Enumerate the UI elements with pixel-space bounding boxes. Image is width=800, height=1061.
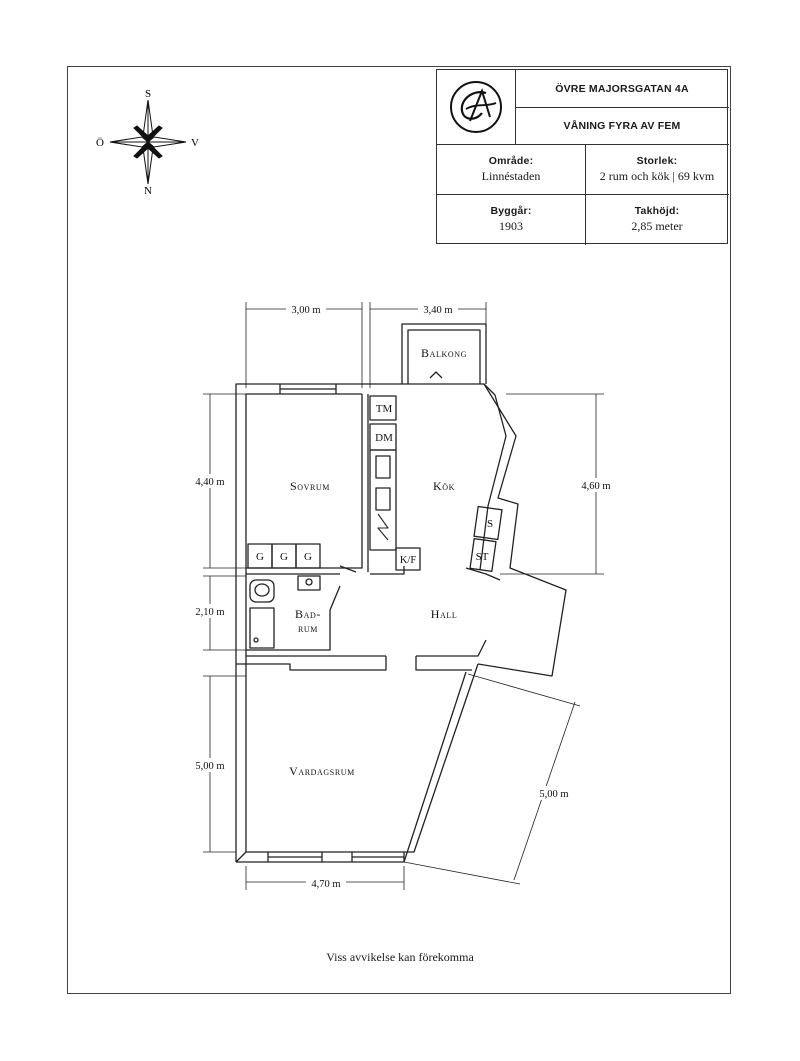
- omrade-value: Linnéstaden: [481, 168, 541, 183]
- dim-left-lower: 5,00 m: [195, 761, 224, 772]
- wardrobes: [247, 543, 321, 569]
- storlek-label: Storlek:: [636, 154, 678, 167]
- logo: [437, 70, 515, 144]
- byggar-value: 1903: [499, 219, 523, 233]
- storlek-value: 2 rum och kök | 69 kvm: [599, 168, 715, 183]
- takhojd-label: Takhöjd:: [634, 205, 680, 217]
- kitchen-counter: [369, 395, 503, 573]
- wardrobe-g2: G: [280, 551, 288, 563]
- wardrobe-g1: G: [256, 551, 264, 563]
- byggar-cell: Byggår: 1903: [437, 194, 585, 245]
- disclaimer: Viss avvikelse kan förekomma: [326, 950, 474, 964]
- page-frame: [67, 66, 731, 994]
- room-balkong: Balkong: [421, 346, 467, 360]
- compass-s: S: [145, 88, 151, 100]
- byggar-label: Byggår:: [490, 205, 532, 217]
- takhojd-value: 2,85 meter: [631, 219, 683, 233]
- dim-right-upper: 4,60 m: [581, 481, 610, 492]
- compass-n: N: [144, 185, 152, 196]
- inner-walls: [236, 394, 501, 671]
- room-bad-2: rum: [298, 621, 318, 635]
- room-vardagsrum: Vardagsrum: [289, 764, 355, 778]
- wardrobe-g3: G: [304, 551, 312, 563]
- floor-title: VÅNING FYRA AV FEM: [563, 119, 681, 132]
- dim-top-left: 3,00 m: [291, 305, 320, 316]
- room-kok: Kök: [433, 479, 455, 493]
- bathroom-fixtures: [249, 575, 321, 649]
- dim-left-middle: 2,10 m: [195, 607, 224, 618]
- dim-bottom: 4,70 m: [311, 879, 340, 890]
- dim-right-lower: 5,00 m: [539, 789, 568, 800]
- compass-v: V: [191, 137, 199, 149]
- outer-walls: [235, 383, 567, 863]
- compass-star-icon: [109, 99, 187, 185]
- fixture-tm: TM: [376, 403, 393, 415]
- address-title: ÖVRE MAJORSGATAN 4A: [555, 82, 689, 95]
- dim-top-right: 3,40 m: [423, 305, 452, 316]
- compass-rose: S N Ö V: [96, 88, 199, 196]
- logo-mark-icon: [450, 81, 502, 133]
- omrade-label: Område:: [488, 154, 534, 167]
- room-sovrum: Sovrum: [290, 479, 330, 493]
- takhojd-cell: Takhöjd: 2,85 meter: [585, 194, 729, 245]
- fixture-kf: K/F: [400, 555, 417, 566]
- room-hall: Hall: [431, 607, 458, 621]
- compass-o: Ö: [96, 137, 104, 149]
- storlek-cell: Storlek: 2 rum och kök | 69 kvm: [585, 144, 729, 194]
- dim-left-upper: 4,40 m: [195, 477, 224, 488]
- fixture-dm: DM: [375, 432, 393, 444]
- fixture-s: S: [487, 518, 493, 530]
- fixture-st: ST: [476, 551, 489, 563]
- room-bad-1: Bad-: [295, 607, 321, 621]
- balcony-outline: [401, 323, 487, 384]
- info-box: ÖVRE MAJORSGATAN 4A VÅNING FYRA AV FEM O…: [436, 69, 729, 245]
- omrade-cell: Område: Linnéstaden: [437, 144, 585, 194]
